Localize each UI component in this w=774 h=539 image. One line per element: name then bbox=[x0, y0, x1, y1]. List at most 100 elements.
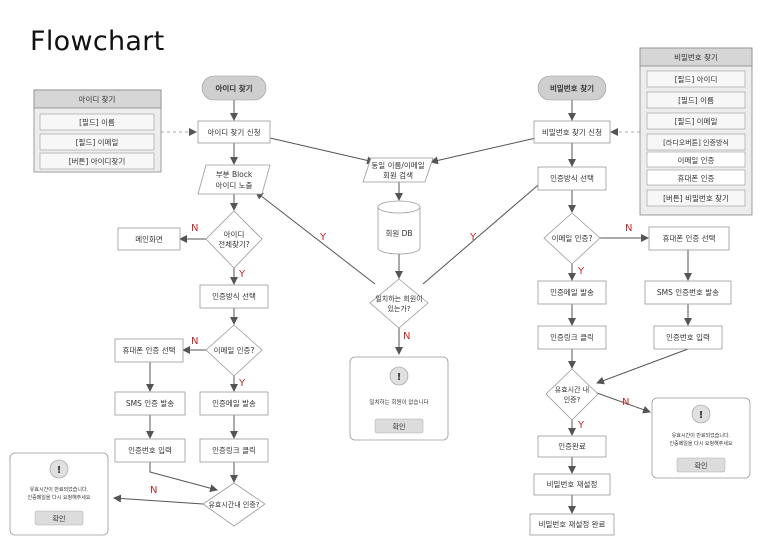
page-title: Flowchart bbox=[30, 26, 165, 57]
dialog-expired-id: ! 유효시간이 만료되었습니다. 인증메일을 다시 요청해주세요 확인 bbox=[9, 452, 109, 536]
dialog-no-member: ! 일치하는 회원이 없습니다 확인 bbox=[349, 356, 449, 441]
label-nodes-id-sms-send: SMS 인증 발송 bbox=[126, 398, 174, 408]
find-pw-field-id: [필드] 아이디 bbox=[675, 74, 718, 84]
edge-pwrequest-search bbox=[430, 137, 537, 165]
node-id-phone-select bbox=[114, 338, 184, 363]
label-nodes-id-code-input: 인증번호 입력 bbox=[128, 445, 172, 455]
node-pw-done bbox=[537, 435, 607, 458]
dialog-expired-pw-confirm-button bbox=[676, 457, 726, 473]
label-nodes-pw-link-click: 인증링크 클릭 bbox=[550, 332, 594, 342]
label-nodes-id-partial-2: 아이디 노출 bbox=[216, 180, 253, 190]
label-nodes-id-valid-time: 유효시간내 인증? bbox=[208, 500, 259, 509]
find-pw-radio-auth: [라디오버튼] 인증방식 bbox=[663, 138, 729, 147]
alert-icon bbox=[389, 366, 409, 386]
label-nodes-id-request: 아이디 찾기 신청 bbox=[207, 127, 260, 137]
label-dialogs-expired-pw-lines-1: 인증메일을 다시 요청해주세요 bbox=[670, 440, 733, 447]
find-pw-button: [버튼] 비밀번호 찾기 bbox=[663, 193, 729, 203]
label-nodes-pw-phone-select: 휴대폰 인증 선택 bbox=[662, 233, 715, 243]
label-nodes-pw-request: 비밀번호 찾기 신청 bbox=[542, 127, 602, 137]
flag-y-match-left: Y bbox=[319, 232, 327, 243]
node-id-code-input bbox=[114, 438, 186, 463]
label-nodes-search-2: 회원 검색 bbox=[383, 170, 413, 180]
find-pw-panel: 비밀번호 찾기 [필드] 아이디 [필드] 이름 [필드] 이메일 [라디오버튼… bbox=[639, 47, 753, 216]
label-nodes-db: 회원 DB bbox=[385, 229, 412, 238]
flag-n-idvalid: N bbox=[150, 485, 157, 496]
branch-labels: N Y N Y N Y Y N N Y N Y bbox=[150, 223, 632, 496]
label-dialogs-no-member-lines-0: 일치하는 회원이 없습니다 bbox=[369, 398, 428, 406]
find-id-field-email: [필드] 이메일 bbox=[76, 137, 119, 147]
node-id-link-click bbox=[199, 438, 269, 463]
find-pw-option-phone: 휴대폰 인증 bbox=[678, 173, 715, 183]
node-id-request bbox=[197, 120, 271, 144]
flag-n-pwvalid: N bbox=[622, 397, 629, 408]
label-nodes-id-email-send: 인증메일 발송 bbox=[212, 398, 256, 408]
edge-valid-dialog bbox=[113, 494, 204, 505]
dialog-expired-id-confirm-button bbox=[34, 510, 84, 526]
label-nodes-pw-sms-send: SMS 인증번호 발송 bbox=[657, 287, 719, 297]
node-pw-code-input bbox=[653, 325, 723, 350]
node-pw-phone-select bbox=[648, 226, 730, 251]
member-search-flow: 동일 이름/이메일 회원 검색 회원 DB 일치하는 회원이 있는가? bbox=[362, 157, 434, 329]
node-id-partial bbox=[197, 164, 271, 195]
label-nodes-pw-reset: 비밀번호 재설정 bbox=[547, 479, 598, 489]
node-pw-authselect bbox=[537, 166, 607, 191]
flag-y-match-right: Y bbox=[469, 232, 477, 243]
label-dialogs-no-member-button: 확인 bbox=[393, 422, 406, 431]
label-nodes-main-screen: 메인화면 bbox=[135, 234, 163, 244]
flag-n-fullsearch: N bbox=[191, 223, 198, 234]
edge-match-pwauth bbox=[422, 173, 552, 285]
label-nodes-pw-start: 비밀번호 찾기 bbox=[550, 83, 594, 93]
node-pw-reset bbox=[533, 473, 611, 496]
node-pw-valid-time bbox=[545, 368, 599, 421]
label-nodes-id-full-1: 아이디 bbox=[224, 229, 245, 239]
flag-y-pwvalid: Y bbox=[577, 420, 585, 431]
node-pw-sms-send bbox=[644, 280, 732, 305]
node-pw-start bbox=[537, 75, 607, 101]
find-id-field-name: [필드] 이름 bbox=[79, 117, 115, 127]
node-member-db: 회원 DB bbox=[377, 200, 421, 255]
find-pw-field-name: [필드] 이름 bbox=[678, 95, 714, 105]
node-pw-reset-done bbox=[529, 513, 615, 536]
label-nodes-id-full-2: 전체찾기? bbox=[218, 239, 250, 249]
flag-y-pwemail: Y bbox=[577, 266, 585, 277]
find-pw-option-email: 이메일 인증 bbox=[678, 155, 715, 165]
alert-icon bbox=[49, 459, 69, 479]
edge-pwcode-valid bbox=[596, 348, 689, 385]
node-id-authselect bbox=[199, 284, 269, 309]
label-nodes-match-1: 일치하는 회원이 bbox=[375, 294, 422, 303]
flag-y-idemail: Y bbox=[238, 378, 246, 389]
connectors bbox=[113, 100, 692, 514]
find-pw-flow: 비밀번호 찾기 비밀번호 찾기 신청 인증방식 선택 이메일 인증? 휴대폰 인… bbox=[529, 75, 732, 536]
label-nodes-pw-code-input: 인증번호 입력 bbox=[666, 332, 710, 342]
edge-match-partial bbox=[255, 191, 376, 285]
label-dialogs-expired-id-button: 확인 bbox=[53, 514, 66, 523]
label-dialogs-expired-pw-lines-0: 유효시간이 만료되었습니다. bbox=[672, 432, 731, 439]
label-nodes-id-auth-select: 인증방식 선택 bbox=[212, 291, 256, 301]
node-pw-request bbox=[533, 120, 611, 144]
label-nodes-id-email-auth: 이메일 인증? bbox=[214, 345, 255, 355]
alert-icon bbox=[691, 404, 711, 424]
find-id-button: [버튼] 아이디찾기 bbox=[69, 156, 126, 166]
flag-n-match: N bbox=[403, 331, 410, 342]
node-id-sms-send bbox=[114, 391, 186, 416]
node-pw-email-auth bbox=[543, 212, 601, 265]
label-dialogs-expired-id-lines-1: 인증메일을 다시 요청해주세요 bbox=[28, 494, 91, 501]
find-id-flow: 아이디 찾기 아이디 찾기 신청 부분 Block 아이디 노출 아이디 전체찾… bbox=[114, 75, 271, 527]
node-id-start bbox=[201, 75, 267, 101]
label-dialogs-expired-id-icon: ! bbox=[57, 465, 62, 476]
node-member-match bbox=[369, 278, 429, 329]
dialog-expired-pw: ! 유효시간이 만료되었습니다. 인증메일을 다시 요청해주세요 확인 bbox=[651, 397, 751, 479]
node-member-search bbox=[362, 157, 434, 183]
find-pw-field-email: [필드] 이메일 bbox=[675, 116, 718, 126]
label-nodes-id-phone-select: 휴대폰 인증 선택 bbox=[122, 345, 175, 355]
label-nodes-pw-valid-2: 인증? bbox=[564, 395, 581, 404]
node-id-valid-time bbox=[202, 482, 266, 527]
label-nodes-id-partial-1: 부분 Block bbox=[216, 170, 253, 179]
label-nodes-search-1: 동일 이름/이메일 bbox=[371, 160, 424, 170]
node-id-email-send bbox=[199, 391, 269, 416]
label-nodes-id-start: 아이디 찾기 bbox=[215, 83, 252, 93]
label-nodes-id-link-click: 인증링크 클릭 bbox=[212, 445, 256, 455]
label-nodes-pw-email-send: 인증메일 발송 bbox=[550, 287, 594, 297]
dialog-no-member-confirm-button bbox=[374, 418, 424, 434]
